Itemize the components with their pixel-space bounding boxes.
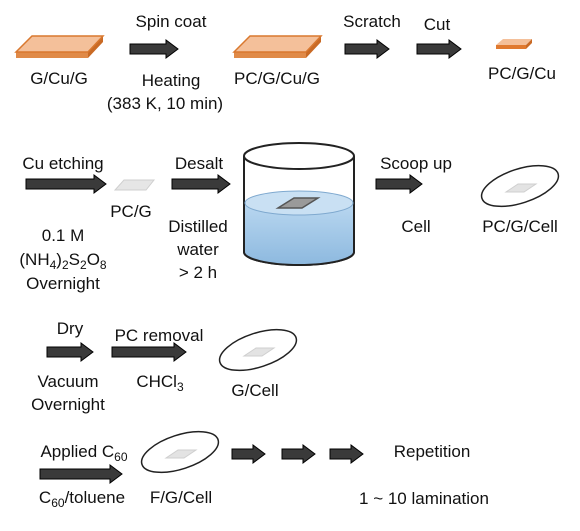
label-pc-g-cell: PC/G/Cell bbox=[482, 217, 558, 236]
label-repetition: Repetition bbox=[394, 442, 471, 461]
label-dry: Dry bbox=[57, 319, 84, 338]
label-heating: Heating bbox=[142, 71, 201, 90]
label-desalt: Desalt bbox=[175, 154, 223, 173]
arrow-spin-coat bbox=[129, 39, 179, 59]
arrow-cu-etching bbox=[25, 174, 107, 194]
label-pc-g-cu-g: PC/G/Cu/G bbox=[234, 69, 320, 88]
pc-g-cu-piece bbox=[496, 39, 532, 49]
label-vacuum: Vacuum bbox=[37, 372, 98, 391]
arrow-scratch bbox=[344, 39, 390, 59]
label-etchant-formula: (NH4)2S2O8 bbox=[19, 250, 107, 272]
label-cut: Cut bbox=[424, 15, 451, 34]
label-water: water bbox=[176, 240, 219, 259]
arrow-repeat-2 bbox=[281, 444, 316, 464]
label-scratch: Scratch bbox=[343, 12, 401, 31]
arrow-repeat-3 bbox=[329, 444, 364, 464]
f-g-cell bbox=[140, 430, 220, 474]
pc-g-cu-g-foil bbox=[232, 35, 323, 58]
arrow-scoop-up bbox=[375, 174, 423, 194]
arrow-desalt bbox=[171, 174, 231, 194]
label-pc-g-cu: PC/G/Cu bbox=[488, 64, 556, 83]
beaker bbox=[243, 142, 355, 266]
label-scoop-up: Scoop up bbox=[380, 154, 452, 173]
label-cu-etching: Cu etching bbox=[22, 154, 103, 173]
label-dry-time: Overnight bbox=[31, 395, 105, 414]
label-distilled: Distilled bbox=[168, 217, 228, 236]
label-f-g-cell: F/G/Cell bbox=[150, 488, 212, 507]
label-heating-conditions: (383 K, 10 min) bbox=[107, 94, 223, 113]
floating-film bbox=[275, 197, 321, 209]
pc-g-film bbox=[113, 179, 156, 191]
label-etch-time: Overnight bbox=[26, 274, 100, 293]
arrow-applied bbox=[39, 464, 123, 484]
g-cell bbox=[218, 328, 298, 372]
label-pc-removal: PC removal bbox=[115, 326, 204, 345]
arrow-pc-removal bbox=[111, 342, 187, 362]
label-applied-c60: Applied C60 bbox=[40, 442, 127, 464]
arrow-cut bbox=[416, 39, 462, 59]
label-g-cell: G/Cell bbox=[231, 381, 278, 400]
label-lamination: 1 ~ 10 lamination bbox=[359, 489, 489, 508]
pc-g-cell bbox=[480, 164, 560, 208]
label-spin-coat: Spin coat bbox=[136, 12, 207, 31]
label-chcl3: CHCl3 bbox=[136, 372, 184, 394]
arrow-dry bbox=[46, 342, 94, 362]
arrow-repeat-1 bbox=[231, 444, 266, 464]
label-c60-toluene: C60/toluene bbox=[39, 488, 125, 510]
label-g-cu-g: G/Cu/G bbox=[30, 69, 88, 88]
label-pc-g: PC/G bbox=[110, 202, 152, 221]
label-etch-concentration: 0.1 M bbox=[42, 226, 85, 245]
label-water-time: > 2 h bbox=[179, 263, 217, 282]
g-cu-g-foil bbox=[14, 35, 105, 58]
label-cell: Cell bbox=[401, 217, 430, 236]
